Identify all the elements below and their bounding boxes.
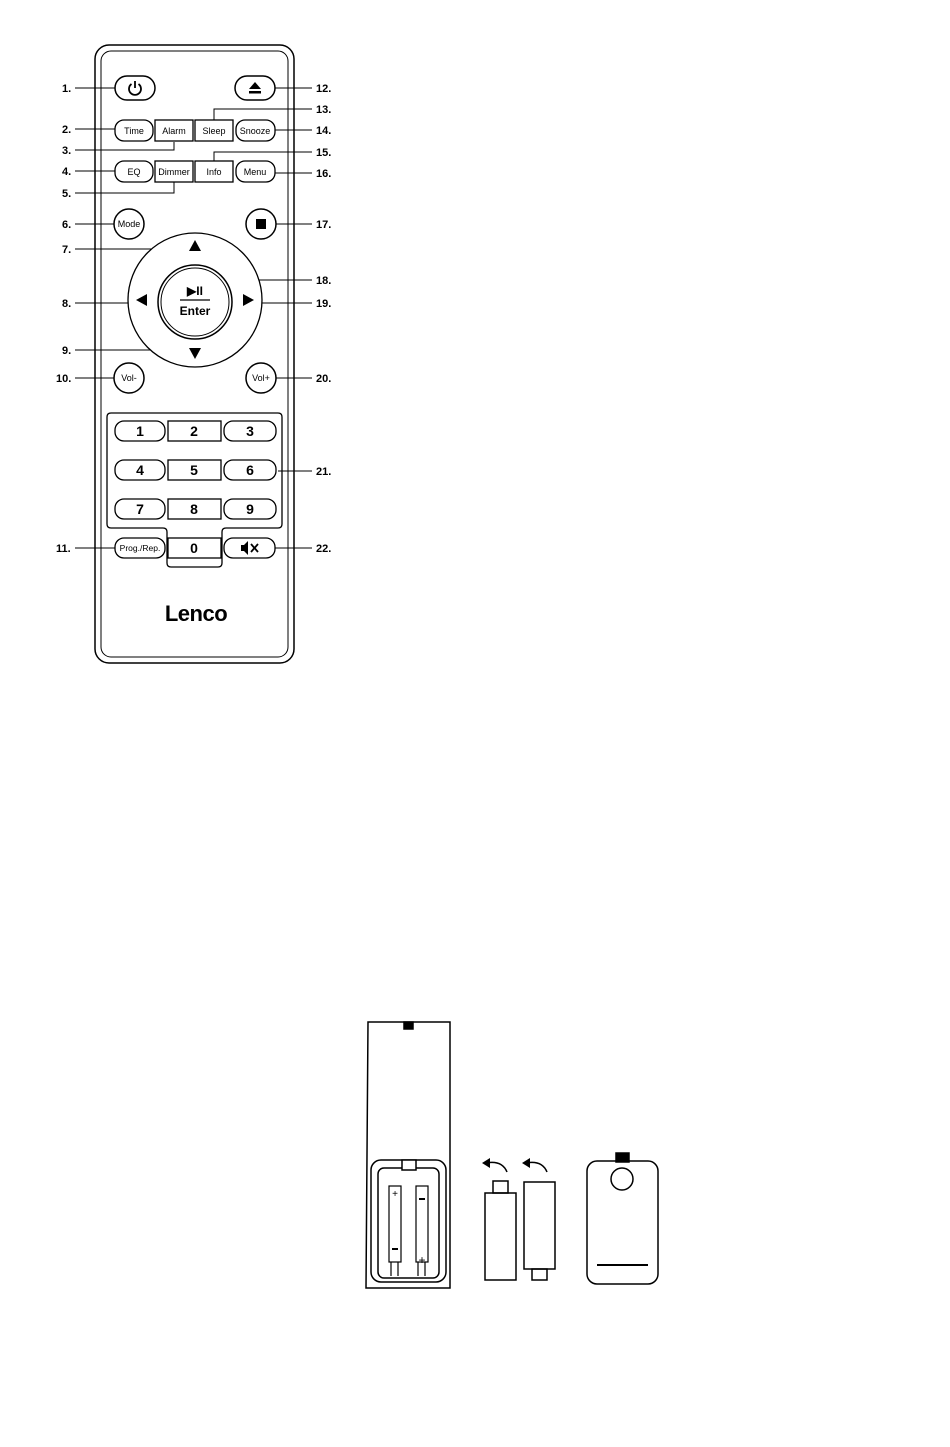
eject-button[interactable] — [235, 76, 275, 100]
mute-button[interactable] — [224, 538, 275, 558]
batteries-insert — [482, 1158, 555, 1280]
mode-label: Mode — [118, 219, 141, 229]
digit-7-label: 7 — [136, 501, 144, 517]
eq-button[interactable]: EQ — [115, 161, 153, 182]
digit-8-button[interactable]: 8 — [168, 499, 221, 519]
callout-13: 13. — [316, 104, 331, 116]
callout-5: 5. — [62, 188, 71, 200]
vol-minus-button[interactable]: Vol- — [114, 363, 144, 393]
menu-label: Menu — [244, 167, 267, 177]
stop-button[interactable] — [246, 209, 276, 239]
digit-4-button[interactable]: 4 — [115, 460, 165, 480]
digit-1-label: 1 — [136, 423, 144, 439]
digit-5-label: 5 — [190, 462, 198, 478]
callout-19: 19. — [316, 298, 331, 310]
nav-pad: ▶II Enter — [128, 233, 262, 367]
digit-9-button[interactable]: 9 — [224, 499, 276, 519]
cover-close — [587, 1153, 658, 1284]
callout-8: 8. — [62, 298, 71, 310]
callout-1: 1. — [62, 83, 71, 95]
digit-0-button[interactable]: 0 — [168, 538, 221, 558]
callout-11: 11. — [56, 543, 71, 555]
stop-icon — [256, 219, 266, 229]
snooze-button[interactable]: Snooze — [236, 120, 275, 141]
digit-2-button[interactable]: 2 — [168, 421, 221, 441]
time-label: Time — [124, 126, 144, 136]
play-pause-label: ▶II — [186, 284, 203, 298]
menu-button[interactable]: Menu — [236, 161, 275, 182]
callout-22: 22. — [316, 543, 331, 555]
callout-17: 17. — [316, 219, 331, 231]
time-button[interactable]: Time — [115, 120, 153, 141]
brand-logo: Lenco — [165, 601, 227, 626]
callout-6: 6. — [62, 219, 71, 231]
svg-text:+: + — [418, 1253, 425, 1267]
digit-1-button[interactable]: 1 — [115, 421, 165, 441]
digit-6-button[interactable]: 6 — [224, 460, 276, 480]
callout-10: 10. — [56, 373, 71, 385]
callout-7: 7. — [62, 244, 71, 256]
digit-3-button[interactable]: 3 — [224, 421, 276, 441]
digit-2-label: 2 — [190, 423, 198, 439]
snooze-label: Snooze — [240, 126, 271, 136]
svg-text:+: + — [392, 1189, 398, 1200]
battery-diagram: + + — [366, 1022, 658, 1288]
function-row-2: EQ Dimmer Info Menu — [115, 161, 275, 182]
digit-9-label: 9 — [246, 501, 254, 517]
sleep-button[interactable]: Sleep — [195, 120, 233, 141]
callout-15: 15. — [316, 147, 331, 159]
function-row-1: Time Alarm Sleep Snooze — [115, 120, 275, 141]
vol-plus-button[interactable]: Vol+ — [246, 363, 276, 393]
eq-label: EQ — [127, 167, 140, 177]
callout-16: 16. — [316, 168, 331, 180]
installed-batteries: + + — [389, 1186, 428, 1276]
callout-21: 21. — [316, 466, 331, 478]
mode-button[interactable]: Mode — [114, 209, 144, 239]
callout-9: 9. — [62, 345, 71, 357]
digit-0-label: 0 — [190, 540, 198, 556]
digit-4-label: 4 — [136, 462, 144, 478]
digit-8-label: 8 — [190, 501, 198, 517]
callout-4: 4. — [62, 166, 71, 178]
digit-6-label: 6 — [246, 462, 254, 478]
enter-label: Enter — [180, 304, 211, 318]
prog-rep-label: Prog./Rep. — [120, 543, 161, 553]
power-button[interactable] — [115, 76, 155, 100]
prog-rep-button[interactable]: Prog./Rep. — [115, 538, 165, 558]
digit-3-label: 3 — [246, 423, 254, 439]
callout-14: 14. — [316, 125, 331, 137]
enter-button[interactable]: ▶II Enter — [158, 265, 232, 339]
callout-2: 2. — [62, 124, 71, 136]
callout-18: 18. — [316, 275, 331, 287]
digit-5-button[interactable]: 5 — [168, 460, 221, 480]
alarm-button[interactable]: Alarm — [155, 120, 193, 141]
sleep-label: Sleep — [202, 126, 225, 136]
dimmer-label: Dimmer — [158, 167, 190, 177]
info-button[interactable]: Info — [195, 161, 233, 182]
info-label: Info — [206, 167, 221, 177]
callout-12: 12. — [316, 83, 331, 95]
alarm-label: Alarm — [162, 126, 186, 136]
callout-20: 20. — [316, 373, 331, 385]
remote-back-open: + + — [366, 1022, 450, 1288]
callout-3: 3. — [62, 145, 71, 157]
vol-minus-label: Vol- — [121, 373, 137, 383]
vol-plus-label: Vol+ — [252, 373, 270, 383]
dimmer-button[interactable]: Dimmer — [155, 161, 193, 182]
digit-7-button[interactable]: 7 — [115, 499, 165, 519]
